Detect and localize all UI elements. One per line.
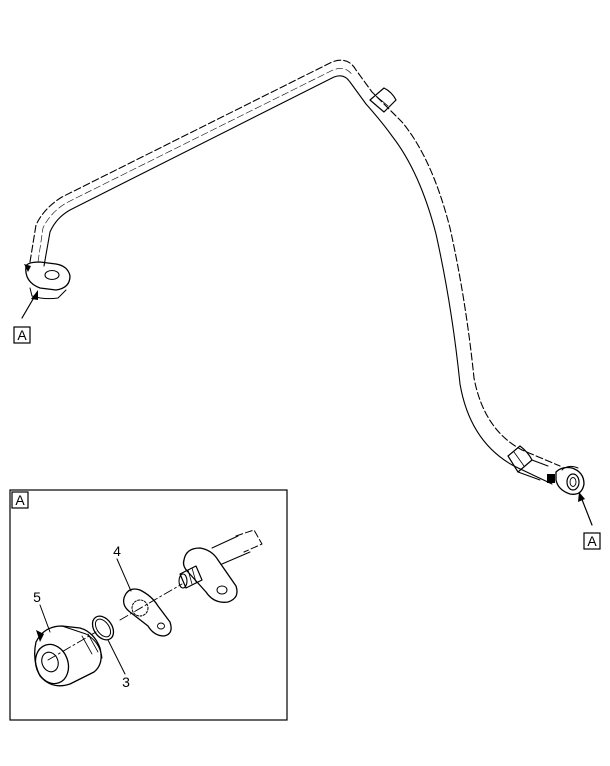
part-label-4: 4 [113,543,121,559]
detail-tube [211,529,263,565]
detail-tube-flange [178,547,238,603]
view-ref-right-label: A [587,533,597,549]
adapter-part-5 [34,625,103,687]
view-ref-left-label: A [17,327,27,343]
part-label-5: 5 [33,589,41,605]
part-label-3: 3 [122,674,130,690]
detail-title-label: A [15,492,25,508]
oring-part-3 [91,615,115,641]
leader-5 [39,604,51,633]
view-callout-right: A [578,492,601,550]
detail-view-a: A [9,489,288,721]
gasket-part-4 [122,588,172,637]
right-fitting [547,465,585,495]
view-callout-left: A [13,290,38,344]
detail-frame [9,489,288,721]
leader-3 [107,639,126,675]
leader-4 [116,558,132,592]
tube-assembly [24,59,585,495]
left-flange [24,261,71,300]
